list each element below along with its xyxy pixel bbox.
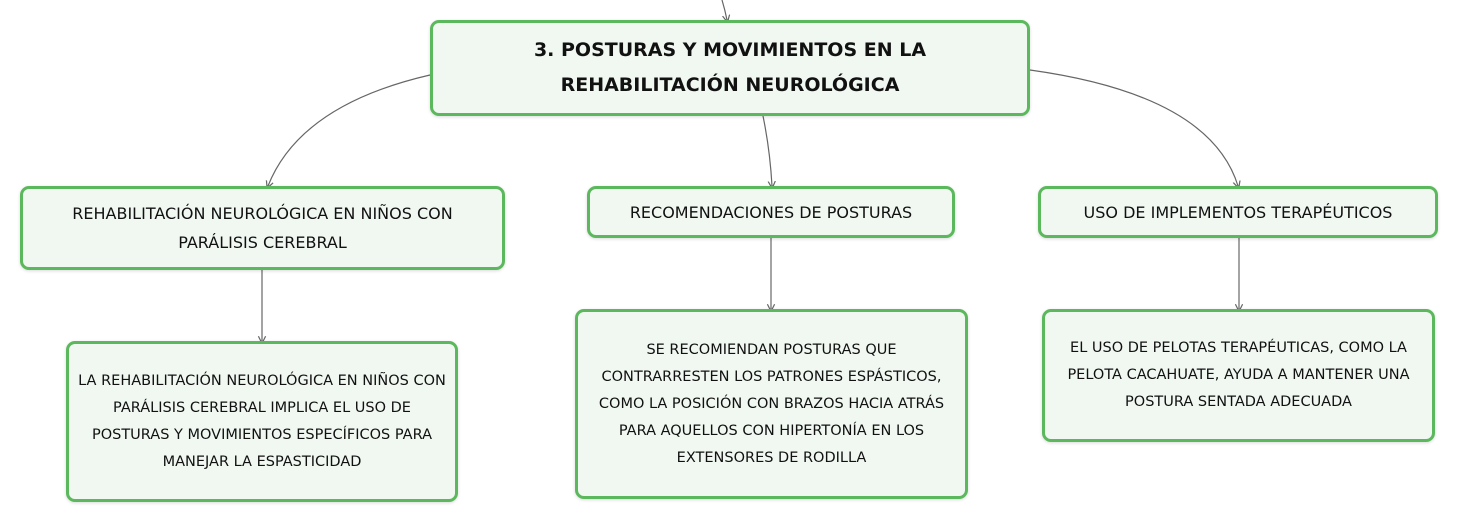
branch-topic-1[interactable]: REHABILITACIÓN NEUROLÓGICA EN NIÑOS CON …: [20, 186, 505, 270]
connector-root-branch-3: [1029, 69, 1238, 186]
branch-label: USO DE IMPLEMENTOS TERAPÉUTICOS: [1083, 202, 1393, 222]
root-topic[interactable]: 3. POSTURAS Y MOVIMIENTOS EN LA REHABILI…: [430, 20, 1030, 116]
branch-label: RECOMENDACIONES DE POSTURAS: [629, 202, 913, 222]
branch-topic-2[interactable]: RECOMENDACIONES DE POSTURAS: [587, 186, 955, 238]
detail-topic-2[interactable]: SE RECOMIENDAN POSTURAS QUE CONTRARRESTE…: [575, 309, 968, 499]
connector-root-branch-2: [762, 115, 772, 186]
detail-topic-1[interactable]: LA REHABILITACIÓN NEUROLÓGICA EN NIÑOS C…: [66, 341, 458, 502]
connector-root-branch-1: [268, 74, 431, 186]
detail-text: EL USO DE PELOTAS TERAPÉUTICAS, COMO LA …: [1067, 340, 1410, 410]
branch-label: REHABILITACIÓN NEUROLÓGICA EN NIÑOS CON …: [72, 204, 453, 252]
detail-text: LA REHABILITACIÓN NEUROLÓGICA EN NIÑOS C…: [78, 372, 446, 470]
connector-parent: [721, 0, 727, 20]
detail-text: SE RECOMIENDAN POSTURAS QUE CONTRARRESTE…: [598, 341, 945, 466]
branch-topic-3[interactable]: USO DE IMPLEMENTOS TERAPÉUTICOS: [1038, 186, 1438, 238]
root-topic-title: 3. POSTURAS Y MOVIMIENTOS EN LA REHABILI…: [533, 39, 927, 96]
detail-topic-3[interactable]: EL USO DE PELOTAS TERAPÉUTICAS, COMO LA …: [1042, 309, 1435, 442]
